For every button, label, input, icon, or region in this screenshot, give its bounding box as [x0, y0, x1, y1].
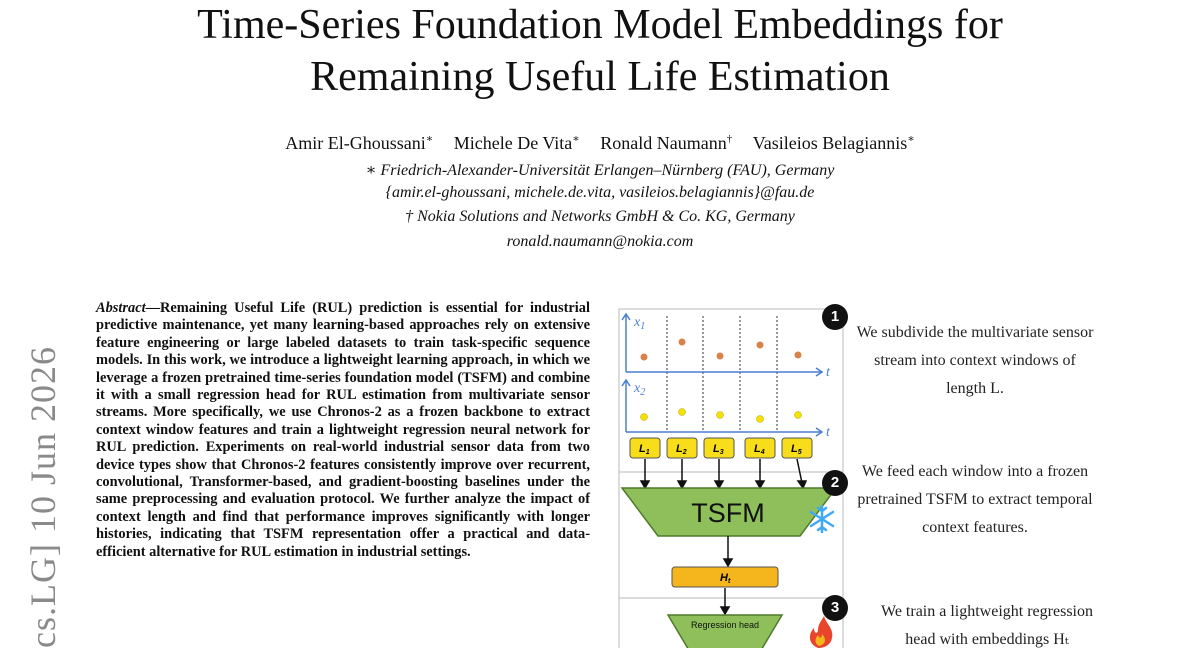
sensor-x2-dots	[640, 408, 802, 423]
step-3-description: We train a lightweight regression head w…	[881, 603, 1093, 648]
step-2-description: We feed each window into a frozen pretra…	[857, 463, 1093, 536]
sensor-dot	[794, 411, 802, 419]
sensor-dot	[716, 352, 724, 360]
sensor-dot	[640, 353, 648, 361]
window-box: L4	[744, 437, 776, 459]
sensor-dot	[756, 415, 764, 423]
sensor-dot	[794, 351, 802, 359]
ht-to-regression-arrow	[719, 588, 731, 616]
method-diagram: x1 t x2 t	[618, 308, 844, 654]
axis-x2-label: x2	[633, 381, 645, 398]
author-list: Amir El-Ghoussani∗ Michele De Vita∗ Rona…	[0, 132, 1200, 154]
author-name: Ronald Naumann†	[600, 133, 733, 153]
window-box: L1	[629, 437, 661, 459]
axis-t-label-2: t	[826, 425, 831, 440]
window-box: L3	[703, 437, 735, 459]
affiliation-fau: ∗ Friedrich-Alexander-Universität Erlang…	[365, 162, 835, 179]
tsfm-block	[620, 487, 838, 537]
flame-icon	[809, 616, 833, 648]
abstract-label: Abstract	[96, 300, 146, 316]
arxiv-stamp: cs.LG] 10 Jun 2026	[23, 346, 63, 648]
tsfm-label: TSFM	[691, 498, 765, 528]
abstract-text: —Remaining Useful Life (RUL) prediction …	[96, 300, 590, 560]
context-windows: L1 L2 L3 L4 L5	[629, 437, 813, 459]
email-fau: {amir.el-ghoussani, michele.de.vita, vas…	[385, 184, 815, 201]
step-badge: 1	[822, 304, 848, 330]
author-name: Amir El-Ghoussani∗	[285, 133, 434, 153]
ht-embedding-box	[671, 566, 779, 588]
paper-title-line-1: Time-Series Foundation Model Embeddings …	[197, 2, 1003, 48]
author-name: Vasileios Belagiannis∗	[752, 133, 915, 153]
sensor-dot	[640, 413, 648, 421]
email-nokia: ronald.naumann@nokia.com	[506, 233, 694, 250]
sensor-dot	[756, 341, 764, 349]
sensor-dot	[678, 408, 686, 416]
window-to-tsfm-arrows	[639, 458, 808, 490]
sensor-dot	[716, 411, 724, 419]
step-badge: 3	[822, 595, 848, 621]
svg-text:L4: L4	[754, 443, 765, 456]
snowflake-icon	[809, 504, 835, 534]
sensor-x1-dots	[640, 338, 802, 361]
axis-t-label-1: t	[826, 365, 831, 380]
svg-text:L1: L1	[639, 443, 650, 456]
tsfm-to-ht-arrow	[722, 536, 734, 568]
window-box: L2	[666, 437, 698, 459]
svg-text:L3: L3	[713, 443, 724, 456]
axis-x2	[621, 378, 824, 437]
ht-label: Ht	[720, 572, 731, 585]
abstract: Abstract—Remaining Useful Life (RUL) pre…	[96, 300, 590, 561]
method-figure: x1 t x2 t	[612, 300, 1200, 654]
author-name: Michele De Vita∗	[453, 133, 580, 153]
affiliation-nokia: † Nokia Solutions and Networks GmbH & Co…	[405, 208, 795, 225]
regression-head-label: Regression head	[691, 620, 759, 630]
window-box: L5	[781, 437, 813, 459]
step-badge: 2	[822, 470, 848, 496]
axis-x1	[621, 312, 824, 377]
step-1-description: We subdivide the multivariate sensor str…	[856, 324, 1094, 397]
sensor-dot	[678, 338, 686, 346]
svg-text:L5: L5	[791, 443, 802, 456]
svg-text:L2: L2	[676, 443, 687, 456]
paper-title-line-2: Remaining Useful Life Estimation	[310, 54, 890, 100]
axis-x1-label: x1	[633, 315, 645, 332]
diagram-border	[618, 308, 844, 654]
window-separators	[666, 316, 778, 430]
